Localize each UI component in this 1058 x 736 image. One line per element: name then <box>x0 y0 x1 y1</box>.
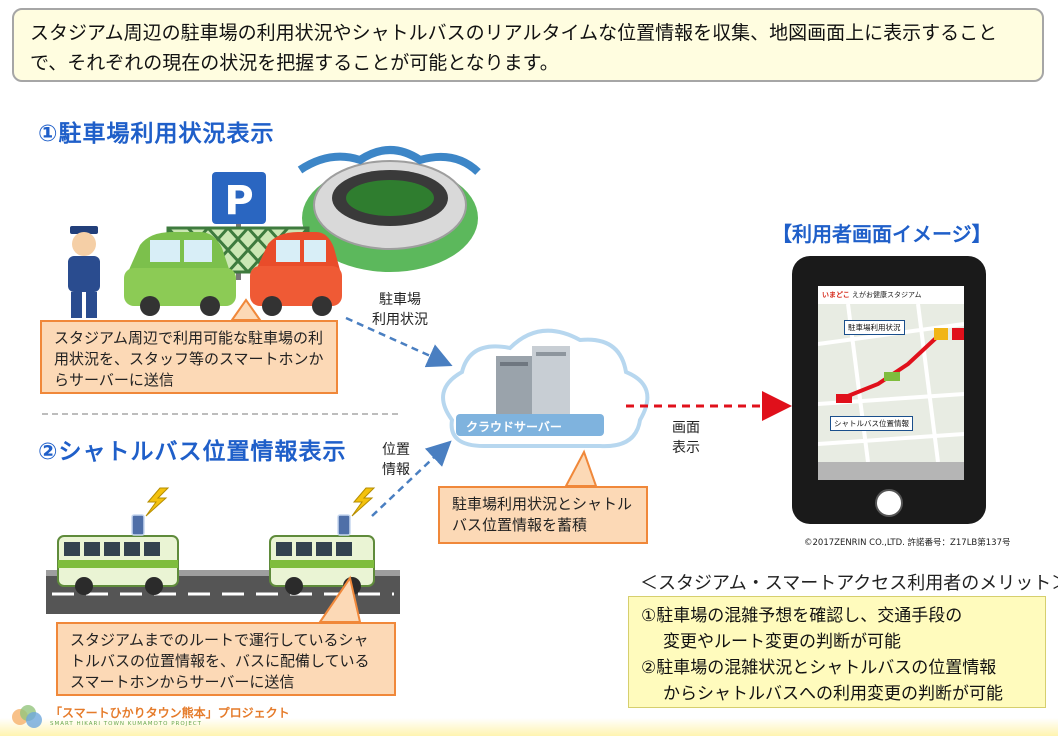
project-logo-subtitle: SMART HIKARI TOWN KUMAMOTO PROJECT <box>50 721 203 727</box>
stadium-icon <box>297 146 481 272</box>
bus-left-icon <box>57 535 179 595</box>
map-screen: いまどこ えがお健康スタジアム 駐車場利用状況 シャトルバス位置情報 <box>818 286 964 480</box>
parking-callout-text: スタジアム周辺で利用可能な駐車場の利用状況を、スタッフ等のスマートホンからサーバ… <box>54 329 324 389</box>
red-car-icon <box>250 232 342 316</box>
map-bus-bar <box>818 462 964 480</box>
top-banner: スタジアム周辺の駐車場の利用状況やシャトルバスのリアルタイムな位置情報を収集、地… <box>12 8 1044 82</box>
merit-item2-line2: からシャトルバスへの利用変更の判断が可能 <box>663 684 1003 704</box>
section2-title: ②シャトルバス位置情報表示 <box>38 439 347 465</box>
parking-arrow-label: 駐車場 利用状況 <box>372 292 428 328</box>
cloud-server-icon <box>441 328 650 449</box>
location-arrow-label: 位置 情報 <box>382 442 410 478</box>
map-bus-label: シャトルバス位置情報 <box>830 416 913 431</box>
project-logo-text: 「スマートひかりタウン熊本」プロジェクト <box>50 706 290 720</box>
parking-callout: スタジアム周辺で利用可能な駐車場の利用状況を、スタッフ等のスマートホンからサーバ… <box>40 320 338 394</box>
map-header: いまどこ えがお健康スタジアム <box>818 286 964 304</box>
bottom-band <box>0 718 1058 736</box>
bus-right-icon <box>269 535 375 595</box>
server-callout-text: 駐車場利用状況とシャトルバス位置情報を蓄積 <box>452 495 633 534</box>
bus-callout: スタジアムまでのルートで運行しているシャトルバスの位置情報を、バスに配備している… <box>56 622 396 696</box>
map-header-destination: えがお健康スタジアム <box>852 291 922 299</box>
arrow-parking-to-server <box>345 316 453 368</box>
map-parking-label: 駐車場利用状況 <box>844 320 905 335</box>
project-logo-icon <box>12 705 42 728</box>
merit-item1-line1: ①駐車場の混雑予想を確認し、交通手段の <box>641 606 963 626</box>
merit-item2-line1: ②駐車場の混雑状況とシャトルバスの位置情報 <box>641 658 997 678</box>
bus-smartphone-left-icon <box>131 514 145 536</box>
server-callout: 駐車場利用状況とシャトルバス位置情報を蓄積 <box>438 486 648 544</box>
lightning-right-icon <box>351 487 376 517</box>
bus-callout-text: スタジアムまでのルートで運行しているシャトルバスの位置情報を、バスに配備している… <box>70 631 370 691</box>
lightning-left-icon <box>145 487 170 517</box>
merit-title: ＜スタジアム・スマートアクセス利用者のメリット＞ <box>640 573 1058 594</box>
map-header-app-name: いまどこ <box>822 291 850 299</box>
parking-sign-icon: P <box>212 172 266 280</box>
display-arrow-label: 画面 表示 <box>672 420 700 456</box>
bus-smartphone-right-icon <box>337 514 351 536</box>
banner-text: スタジアム周辺の駐車場の利用状況やシャトルバスのリアルタイムな位置情報を収集、地… <box>30 22 998 74</box>
map-copyright: ©2017ZENRIN CO.,LTD. 許諾番号：Z17LB第137号 <box>804 538 1011 548</box>
section-divider <box>42 413 398 415</box>
parking-sign-letter: P <box>224 178 253 224</box>
green-car-icon <box>124 232 236 316</box>
guard-icon <box>68 226 100 318</box>
section1-title: ①駐車場利用状況表示 <box>38 121 275 147</box>
cloud-server-label: クラウドサーバー <box>466 420 562 434</box>
arrow-bus-to-server <box>371 440 452 517</box>
callout2-pointer <box>564 449 598 487</box>
user-screen-title: 【利用者画面イメージ】 <box>772 222 992 246</box>
merit-item1-line2: 変更やルート変更の判断が可能 <box>663 632 901 652</box>
merit-box: ①駐車場の混雑予想を確認し、交通手段の 変更やルート変更の判断が可能 ②駐車場の… <box>628 596 1046 708</box>
